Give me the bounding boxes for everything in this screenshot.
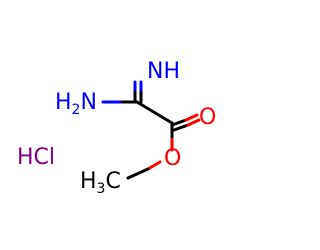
- methyl-label: H3C: [80, 169, 121, 197]
- amine-h: H: [55, 90, 72, 115]
- bond-c2-carbonyl-red-b: [186, 118, 201, 127]
- amine-n: N: [80, 90, 96, 115]
- bond-c2-carbonyl-black-a: [170, 118, 188, 127]
- bond-c1-c2: [135, 100, 174, 125]
- ester-oxygen-label: O: [164, 146, 181, 171]
- carbonyl-oxygen-label: O: [199, 105, 216, 130]
- methyl-h: H: [80, 169, 97, 194]
- amine-subscript: 2: [72, 102, 81, 118]
- amine-label: H2N: [55, 90, 97, 118]
- hcl-label: HCl: [17, 145, 55, 170]
- methyl-subscript: 3: [97, 181, 106, 197]
- bond-ester-o-methyl-red: [146, 160, 162, 171]
- bonds: [101, 80, 201, 180]
- methyl-c: C: [105, 169, 120, 194]
- atom-labels: NH H2N O O H3C HCl: [17, 59, 216, 197]
- bond-c2-carbonyl-red-a: [184, 113, 199, 122]
- bond-c2-carbonyl-black-b: [172, 123, 190, 132]
- bond-ester-o-methyl-black: [126, 167, 150, 180]
- chemical-structure: NH H2N O O H3C HCl: [17, 59, 216, 197]
- imine-label: NH: [147, 59, 180, 84]
